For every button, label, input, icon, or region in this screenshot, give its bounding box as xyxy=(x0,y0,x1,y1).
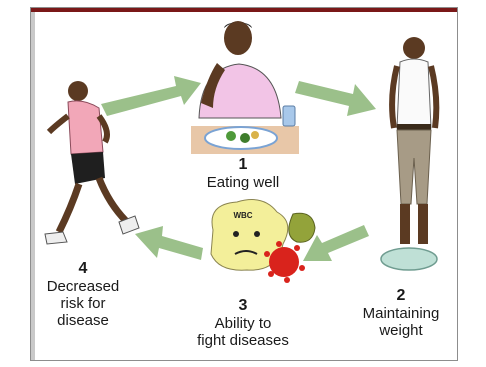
step-4-number: 4 xyxy=(35,260,131,278)
step-3-label: 3 Ability to fight diseases xyxy=(181,297,305,349)
eating-man-icon xyxy=(191,21,299,154)
step-4-caption-line1: Decreased xyxy=(35,278,131,295)
step-2-caption-line1: Maintaining xyxy=(349,305,453,322)
cell-badge: WBC xyxy=(233,211,252,220)
step-1-caption: Eating well xyxy=(195,174,291,191)
diagram-frame: WBC 1 Eatin xyxy=(30,7,458,361)
arrow-fight-to-running xyxy=(135,226,203,260)
step-2-caption-line2: weight xyxy=(349,322,453,339)
step-1-number: 1 xyxy=(195,156,291,174)
step-4-label: 4 Decreased risk for disease xyxy=(35,260,131,329)
standing-man-on-scale-icon xyxy=(381,37,437,270)
step-3-caption-line1: Ability to xyxy=(181,315,305,332)
step-1-label: 1 Eating well xyxy=(195,156,291,191)
step-3-caption-line2: fight diseases xyxy=(181,332,305,349)
step-4-caption-line2: risk for xyxy=(35,295,131,312)
arrow-eating-to-weight xyxy=(295,81,376,116)
step-2-label: 2 Maintaining weight xyxy=(349,287,453,339)
step-4-caption-line3: disease xyxy=(35,312,131,329)
step-2-number: 2 xyxy=(349,287,453,305)
step-3-number: 3 xyxy=(181,297,305,315)
arrow-running-to-eating xyxy=(101,76,201,116)
